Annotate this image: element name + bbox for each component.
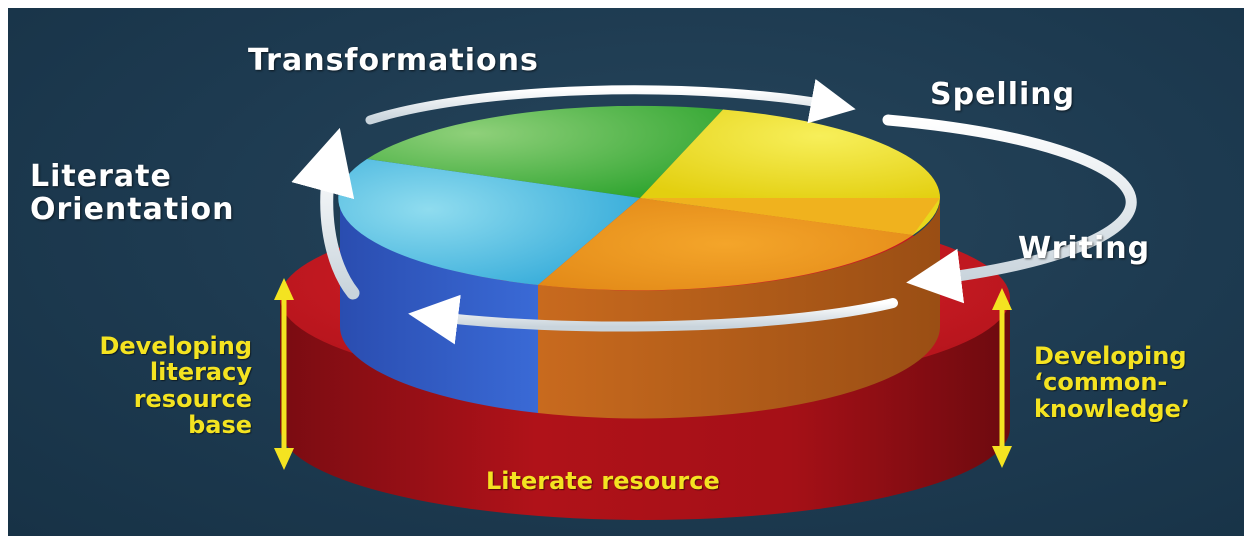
right-double-arrow [992,288,1012,468]
literate-orientation-line-2: Orientation [30,192,235,227]
developing-right-line-2: ‘common- [1034,368,1168,397]
yellow-slice-upper [640,109,941,198]
right-cycle-arrow [882,114,1137,304]
literate-resource-label: Literate resource [486,467,720,495]
writing-label: Writing [1018,231,1151,266]
developing-left-line-3: resource [133,384,252,413]
literacy-disk-diagram [274,79,1137,520]
left-cycle-arrow [291,127,360,300]
spelling-label: Spelling [930,77,1076,112]
transformations-label: Transformations [248,43,539,78]
developing-right-line-3: knowledge’ [1034,394,1190,423]
developing-common-knowledge-label: Developing ‘common- knowledge’ [1034,342,1190,423]
cycle-arrows [291,79,1137,345]
literate-orientation-line-1: Literate [30,159,172,194]
left-double-arrow [274,278,294,470]
orange-slice [538,198,913,291]
green-slice [367,105,723,198]
pie-top-slices [338,105,941,291]
developing-left-line-2: literacy [149,358,252,387]
bottom-cycle-arrow [408,294,898,345]
diagram-frame: Transformations Spelling Literate Orient… [8,8,1244,536]
cyan-slice [338,159,640,285]
developing-right-line-1: Developing [1034,342,1187,370]
developing-left-line-4: base [188,411,252,440]
developing-literacy-resource-base-label: Developing literacy resource base [66,333,252,439]
developing-left-line-1: Developing [99,332,252,360]
top-cycle-arrow [365,79,856,125]
literate-orientation-label: Literate Orientation [30,160,234,226]
